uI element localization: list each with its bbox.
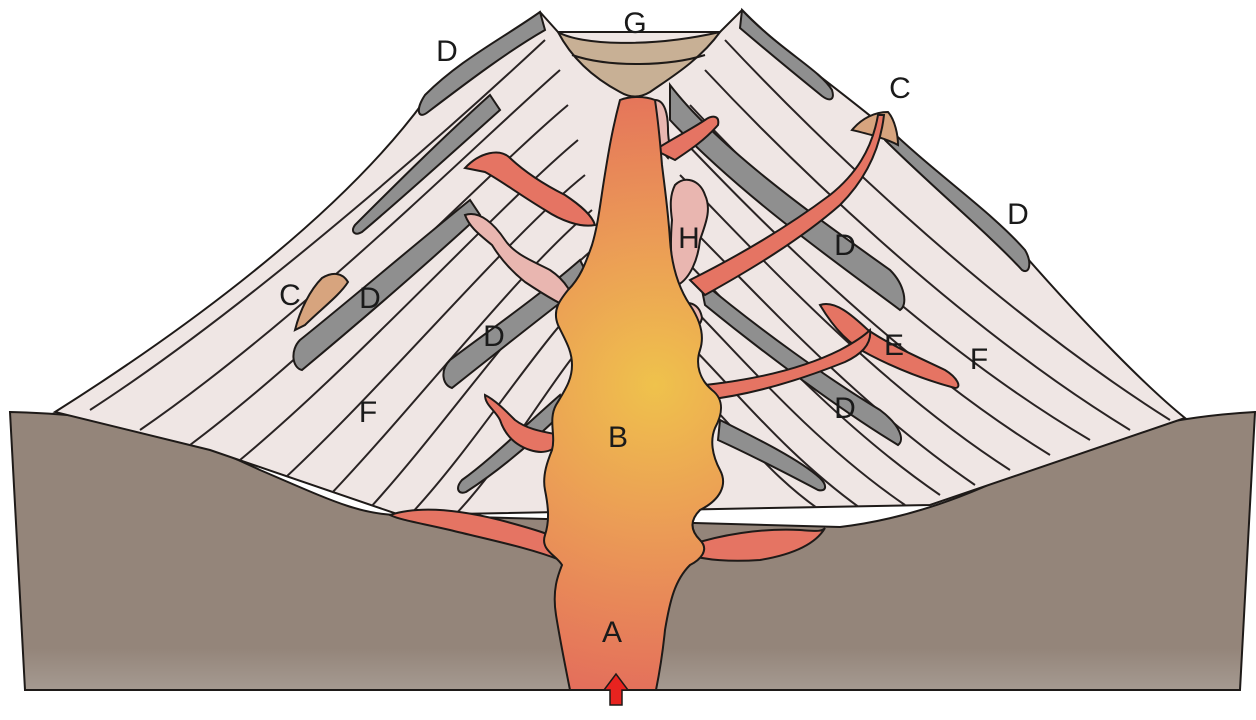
label-d2: D xyxy=(1007,198,1029,231)
upward-arrow-icon xyxy=(602,672,630,706)
dike-upper-left xyxy=(463,151,597,227)
dikes-and-sills xyxy=(387,114,960,562)
label-d6: D xyxy=(834,392,856,425)
label-d5: D xyxy=(483,320,505,353)
sill-e xyxy=(818,303,960,390)
label-b: B xyxy=(608,421,628,454)
magma-chamber xyxy=(543,96,725,691)
label-f2: F xyxy=(970,343,988,376)
parasitic-cone-left xyxy=(293,272,350,332)
dike-to-right-vent xyxy=(688,114,886,297)
label-a: A xyxy=(602,616,622,649)
label-d3: D xyxy=(834,229,856,262)
label-f1: F xyxy=(359,396,377,429)
lava-flows xyxy=(292,7,1031,494)
label-d4: D xyxy=(359,282,381,315)
label-d1: D xyxy=(436,35,458,68)
magma-body-h xyxy=(669,178,709,287)
label-c1: C xyxy=(279,279,301,312)
dike-right-lower xyxy=(704,327,872,402)
label-e: E xyxy=(884,329,904,362)
labels: G D C D D H C D D E F D F B A xyxy=(279,7,1029,649)
sill-left xyxy=(483,393,562,453)
sill-base-right xyxy=(689,527,826,562)
crater-layer xyxy=(571,54,706,65)
label-c2: C xyxy=(889,72,911,105)
label-g: G xyxy=(623,7,646,40)
label-h: H xyxy=(678,222,700,255)
dike-upper-right xyxy=(653,115,720,162)
